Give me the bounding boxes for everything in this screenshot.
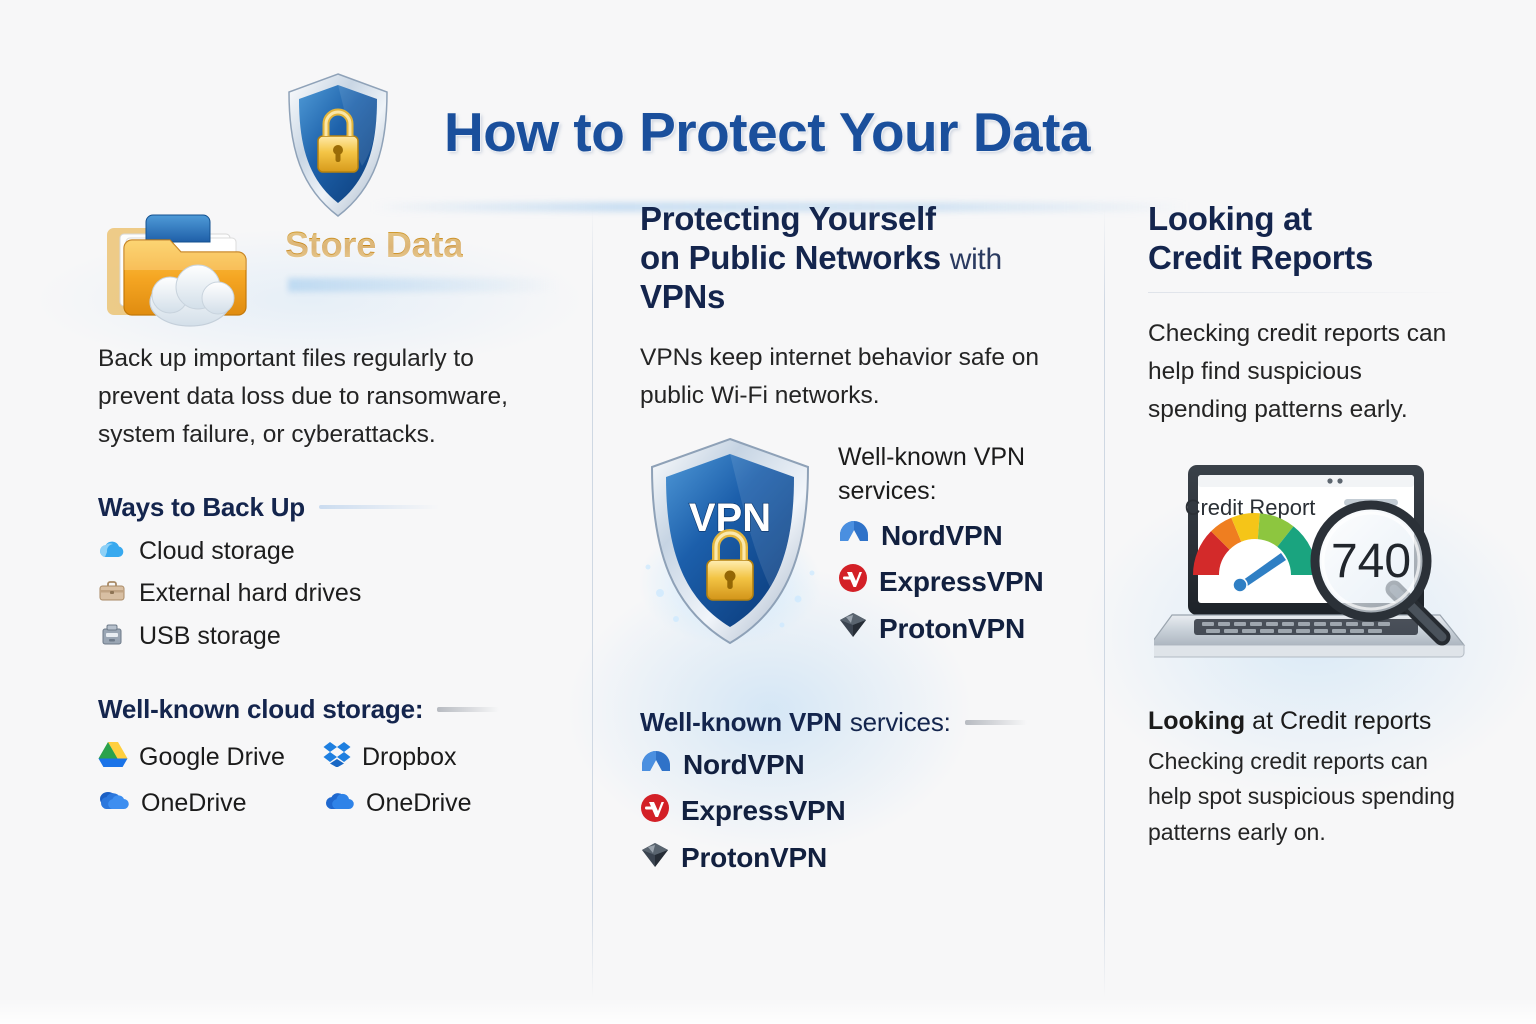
brand-label: OneDrive	[141, 788, 247, 817]
credit-illustration: Credit Report	[1148, 451, 1478, 701]
vpn-shield-lock-icon: VPN	[640, 437, 820, 645]
brand-label: ProtonVPN	[681, 842, 827, 874]
vpn-services-list-top: NordVPN ExpressVPN	[838, 519, 1068, 646]
cloud-icon	[98, 539, 126, 564]
store-data-intro: Back up important files regularly to pre…	[98, 345, 508, 448]
vpn-title-line2-light: with	[949, 242, 1002, 276]
brand-expressvpn: ExpressVPN	[838, 563, 1068, 600]
vpn-services-bottom-reg: services:	[849, 706, 951, 737]
list-item-label: USB storage	[139, 621, 281, 650]
credit-title-rule	[1148, 291, 1458, 293]
credit-intro: Checking credit reports can help find su…	[1148, 319, 1447, 423]
brand-protonvpn: ProtonVPN	[640, 841, 1070, 876]
heading-dash	[318, 505, 439, 510]
brand-expressvpn: ExpressVPN	[640, 793, 1070, 830]
cloud-storage-label: Well-known cloud storage:	[98, 693, 424, 724]
store-data-header: Store Data	[98, 200, 558, 340]
cloud-brands-grid: Google Drive Dropbox	[98, 741, 538, 818]
page-title: How to Protect Your Data	[444, 101, 1091, 163]
brand-label: Google Drive	[139, 743, 285, 772]
brand-protonvpn: ProtonVPN	[838, 611, 1068, 646]
brand-label: ProtonVPN	[879, 612, 1025, 644]
nordvpn-icon	[640, 749, 672, 782]
protonvpn-icon	[640, 841, 670, 876]
onedrive-icon	[323, 789, 355, 818]
vpn-illustration-block: VPN Well-known VPN services:	[640, 433, 1070, 683]
magnifying-glass-icon: 740	[1310, 500, 1451, 646]
credit-footer-heading-reg: at Credit reports	[1252, 706, 1432, 735]
list-item: USB storage	[98, 623, 558, 650]
brand-nordvpn: NordVPN	[838, 519, 1068, 552]
brand-label: NordVPN	[683, 749, 805, 781]
credit-score-value: 740	[1331, 535, 1411, 588]
list-item: External hard drives	[98, 580, 558, 607]
vpn-services-list-bottom: NordVPN ExpressVPN	[640, 749, 1070, 876]
title-underglow	[370, 202, 1190, 212]
vpn-title-line3: VPNs	[640, 277, 726, 315]
vpn-services-heading-line2: services:	[838, 476, 937, 505]
store-data-title: Store Data	[285, 224, 464, 265]
brand-onedrive-2: OneDrive	[323, 789, 538, 818]
brand-dropbox: Dropbox	[323, 741, 538, 775]
list-item: Cloud storage	[98, 536, 558, 565]
dropbox-icon	[323, 741, 351, 774]
credit-footer-heading: Looking at Credit reports	[1148, 707, 1478, 736]
laptop-credit-report-icon: Credit Report	[1154, 464, 1466, 658]
credit-title-line1: Looking at	[1148, 200, 1312, 237]
backup-methods-list: Cloud storage External hard drives	[98, 536, 558, 650]
column-divider-2	[1104, 208, 1105, 998]
heading-dash	[437, 706, 500, 712]
vpn-title-line1: Protecting Yourself	[640, 200, 936, 237]
vpn-services-heading-line1: Well-known VPN	[838, 442, 1026, 471]
column-vpn: Protecting Yourself on Public Networks w…	[640, 200, 1070, 876]
credit-footer-body: Checking credit reports can help spot su…	[1148, 747, 1455, 846]
header: How to Protect Your Data	[0, 30, 1536, 217]
heading-dash	[964, 719, 1027, 725]
brand-nordvpn: NordVPN	[640, 749, 1070, 782]
credit-title-line2: Credit Reports	[1148, 238, 1373, 276]
shield-lock-icon	[288, 73, 388, 217]
expressvpn-icon	[640, 793, 670, 830]
store-data-title-underline	[288, 278, 558, 292]
vpn-title-line2: on Public Networks	[640, 238, 941, 276]
vpn-services-heading: Well-known VPN services:	[838, 441, 1068, 509]
ways-to-back-up-heading: Ways to Back Up	[98, 492, 558, 523]
bottom-fade-band	[0, 998, 1536, 1024]
brand-label: ExpressVPN	[681, 795, 846, 827]
brand-google-drive: Google Drive	[98, 741, 313, 775]
brand-onedrive-1: OneDrive	[98, 789, 313, 818]
protonvpn-icon	[838, 611, 868, 646]
usb-drive-icon	[98, 623, 126, 650]
brand-label: Dropbox	[362, 743, 457, 772]
folder-cloud-icon	[107, 214, 247, 327]
vpn-services-bottom-bold: Well-known VPN	[640, 706, 842, 737]
credit-footer-heading-bold: Looking	[1148, 706, 1246, 735]
credit-section-title: Looking at Credit Reports	[1148, 200, 1468, 278]
vpn-section-title: Protecting Yourself on Public Networks w…	[640, 200, 1060, 317]
brand-label: ExpressVPN	[879, 565, 1044, 597]
vpn-shield-label: VPN	[689, 496, 771, 540]
onedrive-icon	[98, 789, 130, 818]
expressvpn-icon	[838, 563, 868, 600]
column-divider-1	[592, 208, 593, 998]
list-item-label: External hard drives	[139, 578, 362, 607]
vpn-services-bottom-heading: Well-known VPN services:	[640, 707, 1070, 738]
vpn-intro: VPNs keep internet behavior safe on publ…	[640, 343, 1040, 409]
hard-drive-case-icon	[98, 580, 126, 607]
cloud-storage-heading: Well-known cloud storage:	[98, 694, 558, 725]
brand-label: NordVPN	[881, 519, 1003, 551]
vpn-services-block: Well-known VPN services: NordVPN	[838, 441, 1068, 647]
list-item-label: Cloud storage	[139, 536, 295, 565]
brand-label: OneDrive	[366, 788, 472, 817]
column-credit-reports: Looking at Credit Reports Checking credi…	[1148, 200, 1478, 851]
ways-to-back-up-label: Ways to Back Up	[98, 491, 305, 522]
column-store-data: Store Data Back up important files regul…	[98, 200, 558, 818]
nordvpn-icon	[838, 519, 870, 552]
google-drive-icon	[98, 741, 128, 775]
